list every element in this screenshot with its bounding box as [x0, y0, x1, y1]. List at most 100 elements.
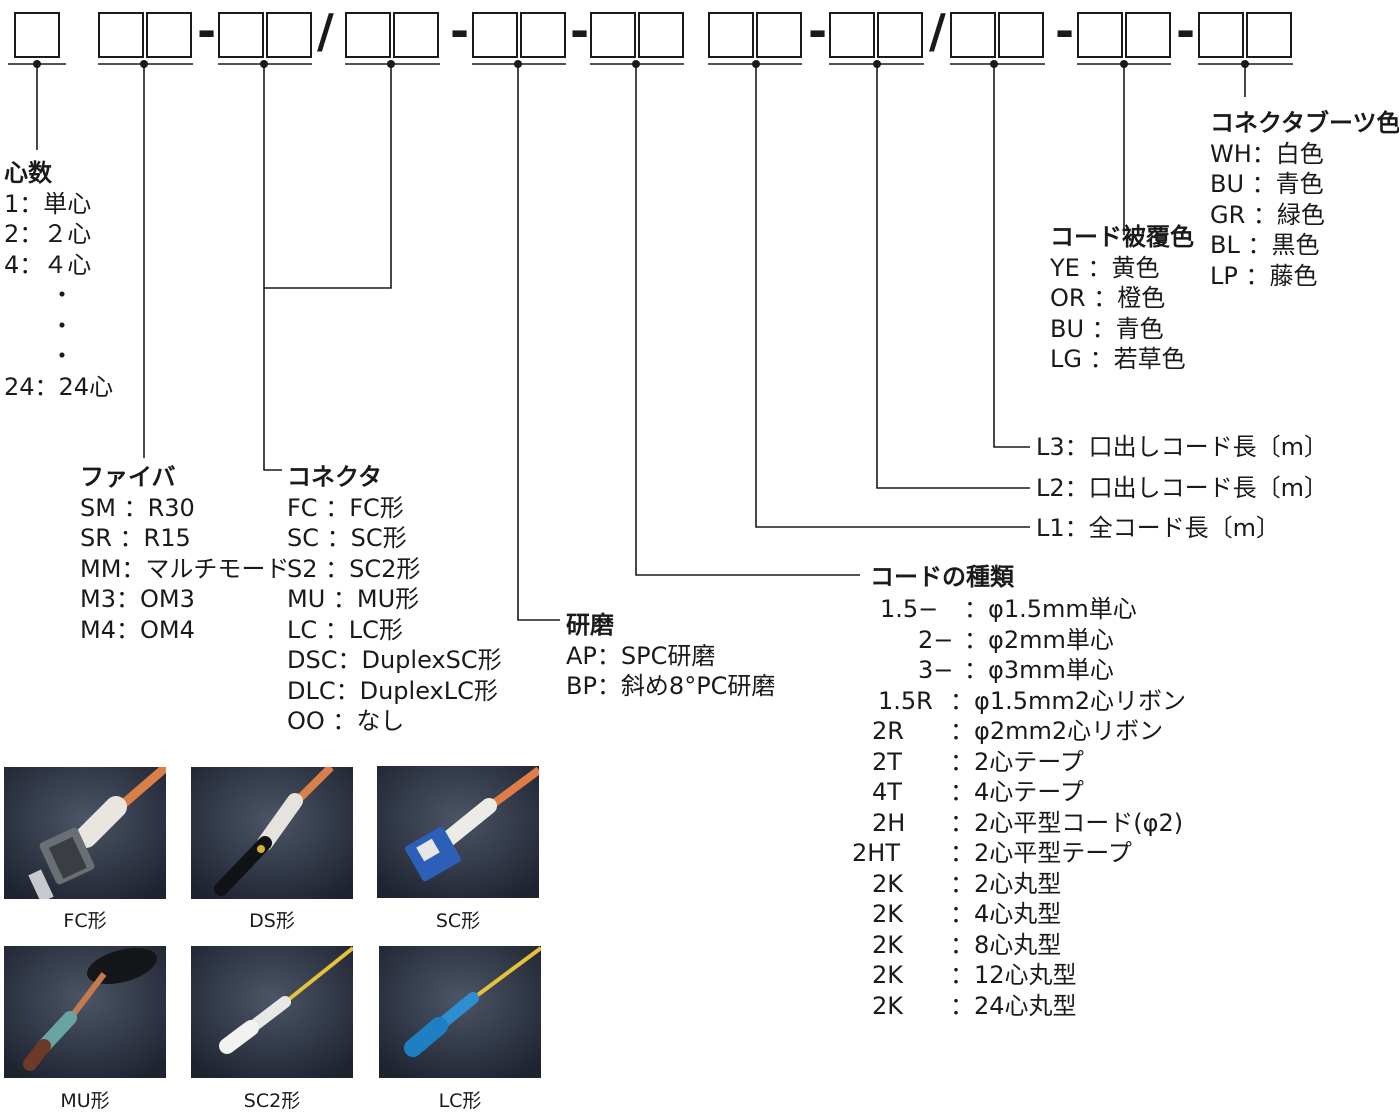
- polish-title: 研磨: [566, 611, 614, 639]
- cord-type-code: 1.5R: [878, 686, 933, 715]
- fiber-count-dot: ・: [50, 342, 74, 370]
- cord-type-desc: ：2心平型テープ: [950, 839, 1132, 867]
- code-box: [998, 12, 1044, 58]
- boot-color-block: コネクタブーツ色 WH：白色 BU ：青色 GR ：緑色 BL ：黒色 LP ：…: [1210, 108, 1399, 291]
- fiber-count-dot: ・: [50, 281, 74, 309]
- cord-type-desc: ：4心テープ: [950, 778, 1084, 806]
- cord-type-desc: ：2心テープ: [950, 747, 1084, 776]
- boot-color-item: BU ：青色: [1210, 170, 1324, 198]
- cord-type-desc: ：12心丸型: [950, 961, 1077, 989]
- lc-connector-photo: [379, 946, 541, 1078]
- cord-type-desc: ：φ1.5mm2心リボン: [950, 686, 1187, 715]
- boot-color-item: LP ：藤色: [1210, 261, 1318, 290]
- code-box: [266, 12, 312, 58]
- photo-caption: DS形: [249, 910, 295, 932]
- code-separator: /: [929, 4, 946, 58]
- cord-type-code: 2K: [872, 869, 904, 898]
- cord-type-code: 2K: [872, 930, 904, 959]
- polish-block: 研磨 AP：SPC研磨 BP：斜め8°PC研磨: [566, 610, 775, 702]
- cord-type-row: 2K ：12心丸型: [838, 960, 1258, 991]
- polish-item: BP：斜め8°PC研磨: [566, 672, 776, 700]
- cord-type-desc: ：4心丸型: [950, 900, 1062, 928]
- connector-item: LC ：LC形: [287, 615, 403, 644]
- cord-type-row: 1.5−：φ1.5mm単心: [838, 594, 1258, 625]
- code-box: [393, 12, 439, 58]
- cord-type-code: 2H: [872, 808, 906, 837]
- code-separator: -: [450, 4, 470, 58]
- cord-color-item: LG ：若草色: [1050, 345, 1186, 373]
- cord-type-row: 2T ：2心テープ: [838, 747, 1258, 778]
- photo-caption: MU形: [60, 1090, 110, 1112]
- mu-connector-photo: [4, 946, 166, 1078]
- code-box: [520, 12, 566, 58]
- fiber-count-dot: ・: [50, 311, 74, 340]
- code-separator: -: [1055, 4, 1075, 58]
- fiber-block: ファイバ SM ：R30 SR ：R15 MM：マルチモード M3：OM3 M4…: [80, 462, 289, 645]
- connector-item: OO ：なし: [287, 707, 405, 735]
- cord-type-row: 2K：2心丸型: [838, 869, 1258, 900]
- code-box: [146, 12, 192, 58]
- fc-connector-photo: [4, 767, 166, 899]
- code-box: [1077, 12, 1123, 58]
- cord-type-code: 2K: [872, 991, 904, 1020]
- code-box: [590, 12, 636, 58]
- cord-type-desc: ：24心丸型: [950, 991, 1077, 1020]
- code-box: [1246, 12, 1292, 58]
- fiber-item: SR ：R15: [80, 524, 191, 552]
- boot-color-item: WH：白色: [1210, 139, 1324, 168]
- cord-type-code: 1.5−: [880, 595, 939, 623]
- connector-item: SC ：SC形: [287, 524, 407, 552]
- code-separator: -: [1176, 4, 1196, 58]
- cord-type-row: 4T ：4心テープ: [838, 777, 1258, 808]
- photo-caption: FC形: [63, 910, 107, 932]
- code-box: [345, 12, 391, 58]
- cord-type-code: 2K: [872, 961, 904, 989]
- cord-color-item: YE ：黄色: [1050, 253, 1160, 282]
- code-separator: /: [317, 4, 334, 58]
- code-box: [877, 12, 923, 58]
- code-box: [98, 12, 144, 58]
- fiber-item: M3：OM3: [80, 585, 195, 613]
- boot-color-title: コネクタブーツ色: [1210, 109, 1399, 137]
- cord-type-desc: ：φ3mm単心: [964, 656, 1114, 684]
- cord-type-desc: ：φ2mm単心: [964, 625, 1114, 654]
- fiber-count-item: 2：２心: [4, 220, 92, 248]
- cord-type-code: 2−: [918, 625, 954, 654]
- length-l2: L2：口出しコード長〔m〕: [1036, 474, 1329, 502]
- code-separator: -: [808, 4, 828, 58]
- code-box: [472, 12, 518, 58]
- boot-color-item: BL ：黒色: [1210, 231, 1320, 259]
- cord-color-title: コード被覆色: [1050, 223, 1194, 251]
- cord-type-code: 4T: [872, 778, 902, 806]
- fiber-item: SM ：R30: [80, 493, 195, 522]
- fiber-count-title: 心数: [4, 159, 52, 187]
- code-box: [756, 12, 802, 58]
- connector-item: MU ：MU形: [287, 585, 420, 613]
- code-box: [708, 12, 754, 58]
- code-box: [950, 12, 996, 58]
- cord-type-code: 2T: [872, 747, 902, 776]
- cord-type-row: 2− ：φ2mm単心: [838, 625, 1258, 656]
- cord-type-code: 2K: [872, 900, 904, 928]
- code-box: [829, 12, 875, 58]
- connector-item: DSC：DuplexSC形: [287, 646, 502, 674]
- fiber-count-item: 24：24心: [4, 372, 114, 401]
- cord-type-row: 2HT：2心平型テープ: [838, 838, 1258, 869]
- photo-caption: SC形: [435, 910, 481, 932]
- fiber-count-item: 1：単心: [4, 189, 92, 218]
- cord-type-row: 2K ：4心丸型: [838, 899, 1258, 930]
- ds-connector-photo: [191, 767, 353, 899]
- cord-type-desc: ：2心平型コード(φ2): [950, 808, 1184, 837]
- cord-type-code: 3−: [918, 656, 954, 684]
- cord-type-code: 2R: [872, 717, 904, 745]
- photo-caption: SC2形: [243, 1090, 301, 1112]
- length-l1: L1：全コード長〔m〕: [1036, 514, 1281, 542]
- code-box: [14, 12, 60, 58]
- cord-type-row: 2R：φ2mm2心リボン: [838, 716, 1258, 747]
- sc2-connector-photo: [191, 946, 353, 1078]
- polish-item: AP：SPC研磨: [566, 641, 716, 670]
- fiber-count-block: 心数 1：単心 2：２心 4：４心 ・ ・ ・ 24：24心: [4, 158, 113, 402]
- length-l3: L3：口出しコード長〔m〕: [1036, 433, 1329, 461]
